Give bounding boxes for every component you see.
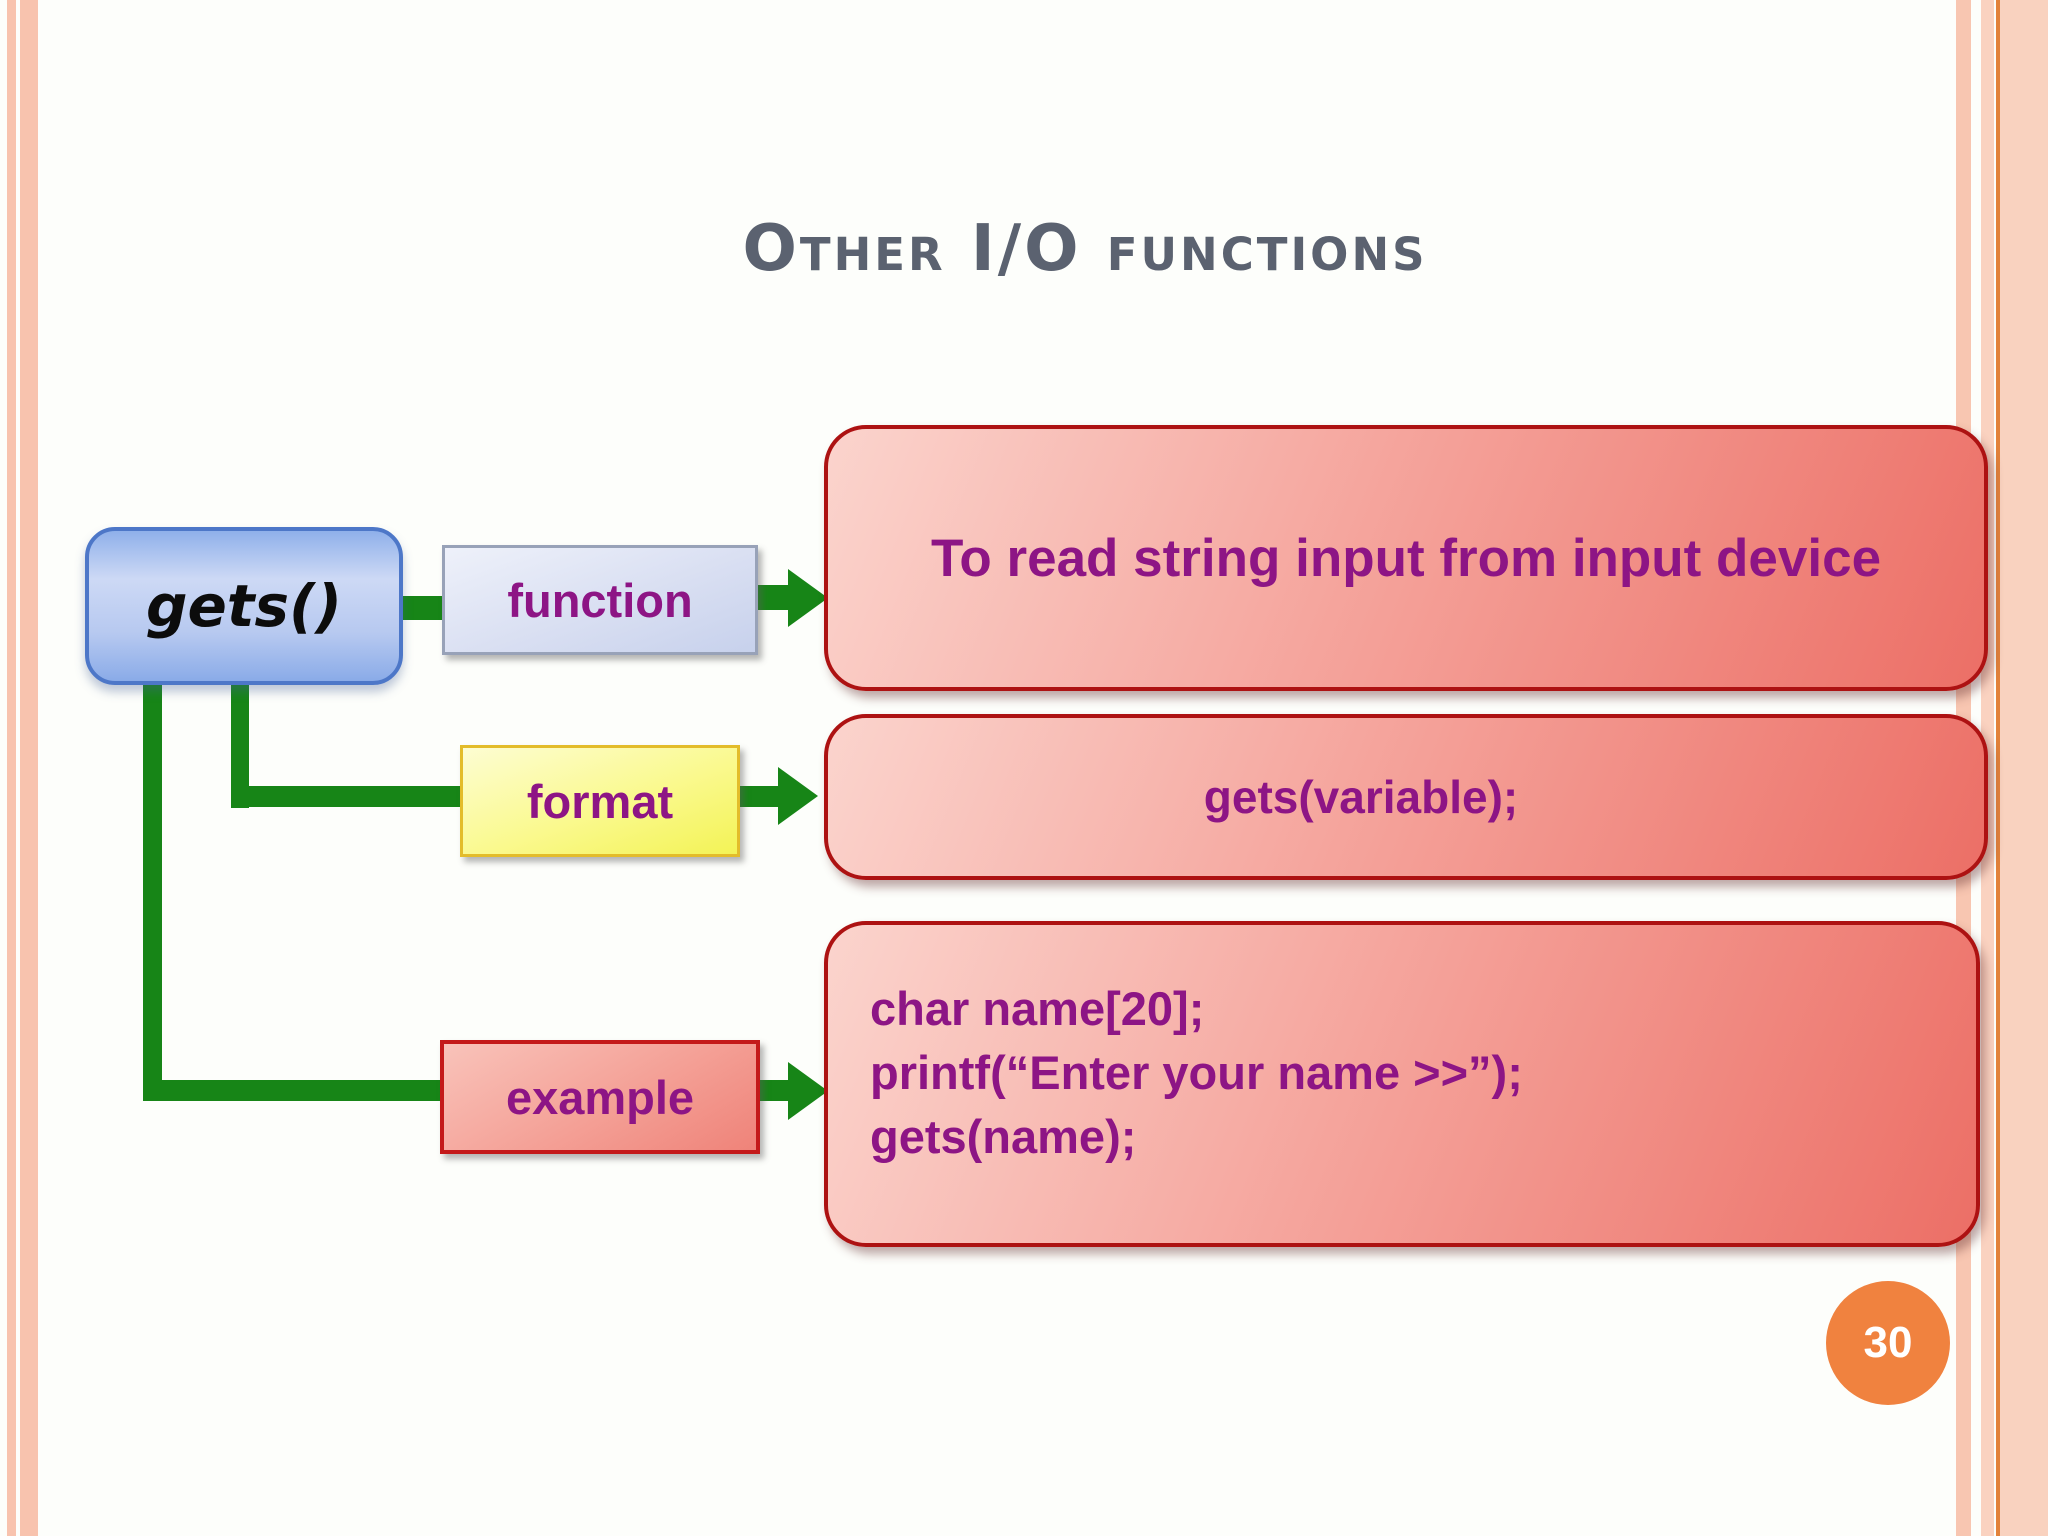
connector-gets-to-example-horizontal bbox=[143, 1080, 441, 1101]
connector-gets-to-format-horizontal bbox=[231, 786, 461, 807]
content-box-function-description: To read string input from input device bbox=[824, 425, 1988, 691]
arrow-right-icon bbox=[778, 767, 818, 825]
connector-gets-to-format-vertical bbox=[231, 670, 249, 808]
arrow-right-icon bbox=[788, 569, 828, 627]
label-box-example: example bbox=[440, 1040, 760, 1154]
label-box-format: format bbox=[460, 745, 740, 857]
content-box-format-syntax: gets(variable); bbox=[824, 714, 1988, 880]
arrow-example-shaft bbox=[752, 1080, 794, 1101]
arrow-right-icon bbox=[788, 1062, 828, 1120]
example-code-line: gets(name); bbox=[870, 1110, 1137, 1163]
left-border-stripe-outer bbox=[7, 0, 16, 1536]
label-format: format bbox=[526, 774, 674, 828]
label-function: function bbox=[507, 573, 693, 627]
arrow-function-shaft bbox=[752, 585, 794, 610]
label-box-function: function bbox=[442, 545, 758, 655]
format-syntax-text: gets(variable); bbox=[1203, 771, 1519, 823]
page-number-badge: 30 bbox=[1826, 1281, 1950, 1405]
example-code-line: char name[20]; bbox=[870, 982, 1205, 1035]
function-description-text: To read string input from input device bbox=[930, 528, 1882, 588]
slide-title: Other I/O functions bbox=[742, 212, 1428, 286]
page-number: 30 bbox=[1863, 1318, 1913, 1367]
example-code-line: printf(“Enter your name >>”); bbox=[870, 1046, 1523, 1099]
node-gets-label: gets() bbox=[145, 572, 343, 640]
left-border-stripe-inner bbox=[20, 0, 38, 1536]
connector-gets-to-example-vertical bbox=[143, 670, 162, 1101]
content-box-example-code: char name[20]; printf(“Enter your name >… bbox=[824, 921, 1980, 1247]
right-border-accent-line bbox=[1996, 0, 2000, 1536]
label-example: example bbox=[505, 1070, 695, 1124]
node-gets: gets() bbox=[85, 527, 403, 685]
right-border-field bbox=[2000, 0, 2048, 1536]
arrow-format-shaft bbox=[734, 786, 780, 807]
